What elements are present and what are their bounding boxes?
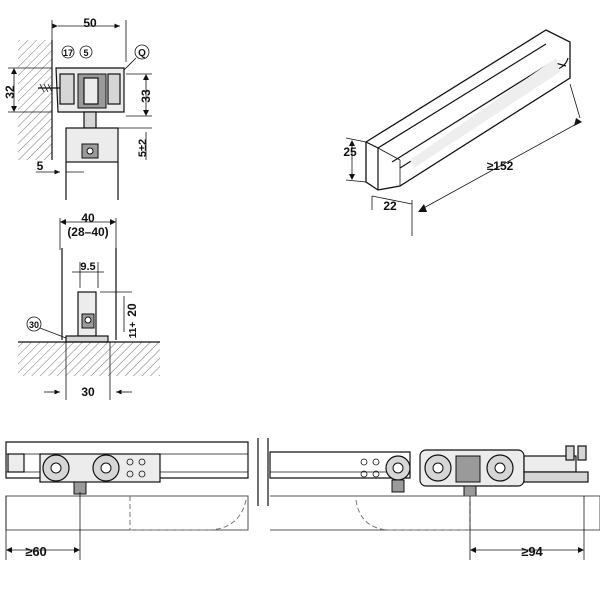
callout-17 xyxy=(61,45,75,59)
callout-30-label: 30 xyxy=(29,320,39,330)
door-left xyxy=(5,495,249,531)
dim-base-30: 30 xyxy=(81,385,95,399)
dim-range: (28–40) xyxy=(67,225,108,239)
dim-profile-length: ≥152 xyxy=(487,159,514,173)
dim-gap-5pm2: 5±2 xyxy=(137,139,149,157)
top-left-view: 50 17 5 Q 32 33 xyxy=(3,16,153,200)
wall-hatch xyxy=(18,40,52,160)
dim-gap-11: 11+ xyxy=(128,322,139,339)
dim-profile-width: 22 xyxy=(383,199,397,213)
hanger-right xyxy=(463,485,477,497)
dim-width-40: 40 xyxy=(81,211,95,225)
callout-q-label: Q xyxy=(138,48,146,59)
dim-left-60: ≥60 xyxy=(25,544,47,559)
dim-height-20: 20 xyxy=(125,303,139,317)
middle-left-view: 40 (28–40) 9.5 30 20 11+ 30 xyxy=(18,211,160,400)
dim-profile-height: 25 xyxy=(343,145,357,159)
mount-plate xyxy=(59,73,75,105)
callout-5-label: 5 xyxy=(83,48,88,58)
callout-5 xyxy=(79,45,93,59)
floor-hatch xyxy=(18,342,160,376)
profile-view: 25 22 ≥152 xyxy=(343,29,582,236)
dim-offset-5: 5 xyxy=(37,159,44,173)
guide-base xyxy=(65,335,109,343)
dim-height-33: 33 xyxy=(139,89,153,103)
rail-outline xyxy=(365,29,571,191)
bottom-view: ≥60 ≥94 xyxy=(5,438,600,560)
dim-right-94: ≥94 xyxy=(521,544,543,559)
callout-17-label: 17 xyxy=(63,48,73,58)
door-right xyxy=(270,495,600,531)
dim-width-50: 50 xyxy=(83,16,97,30)
callout-30 xyxy=(26,316,42,332)
dim-height-32: 32 xyxy=(3,85,17,99)
hanger-bolt xyxy=(83,111,97,129)
dim-inner-9-5: 9.5 xyxy=(80,261,95,273)
callout-q xyxy=(134,44,150,60)
